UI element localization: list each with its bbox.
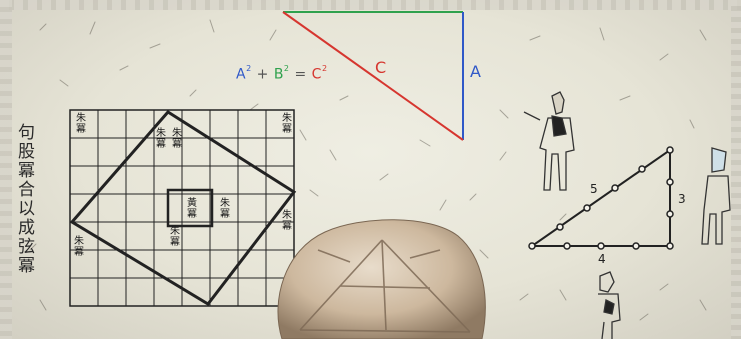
eq-a-exp: 2 bbox=[246, 64, 252, 73]
eq-c-exp: 2 bbox=[321, 64, 328, 73]
rope-vertical-length: 3 bbox=[678, 192, 686, 206]
egyptian-figure-bottom bbox=[598, 271, 621, 339]
photo-border-right bbox=[731, 0, 741, 339]
caption-char: 成 bbox=[18, 218, 35, 238]
texture-strokes bbox=[29, 19, 707, 321]
rope-triangle-345 bbox=[528, 146, 674, 250]
rope-hypotenuse-length: 5 bbox=[590, 182, 598, 196]
grid-label-zhumi: 朱 冪 bbox=[172, 128, 182, 150]
caption-char: 以 bbox=[18, 199, 35, 219]
caption-char: 股 bbox=[18, 142, 35, 162]
egyptian-figure-right bbox=[701, 147, 731, 245]
caption-char: 冪 bbox=[18, 161, 35, 181]
caption-char: 合 bbox=[18, 180, 35, 200]
grid-label-zhumi: 朱 冪 bbox=[76, 113, 86, 135]
clay-tablet bbox=[277, 219, 486, 339]
grid-label-zhumi: 朱 冪 bbox=[282, 113, 292, 135]
caption-char: 句 bbox=[18, 123, 35, 143]
grid-label-zhumi: 朱 冪 bbox=[220, 198, 230, 220]
side-a-label: A bbox=[470, 62, 481, 81]
grid-label-zhumi: 朱 冪 bbox=[156, 128, 166, 150]
eq-equals: = bbox=[294, 66, 307, 83]
pythagorean-equation: A2 + B2 = C2 bbox=[236, 64, 328, 83]
grid-label-zhumi: 朱 冪 bbox=[170, 226, 180, 248]
caption-char: 弦 bbox=[18, 237, 35, 257]
eq-c: C bbox=[311, 66, 322, 83]
eq-b-exp: 2 bbox=[283, 64, 290, 73]
caption-char: 冪 bbox=[18, 256, 35, 276]
abc-triangle bbox=[282, 11, 464, 141]
photo-border-top bbox=[0, 0, 741, 10]
chinese-vertical-caption: 句 股 冪 合 以 成 弦 冪 bbox=[18, 124, 36, 276]
hypotenuse-label: C bbox=[375, 58, 387, 77]
grid-label-huangmi: 黃 冪 bbox=[187, 198, 197, 220]
rope-base-length: 4 bbox=[598, 252, 606, 266]
eq-plus: + bbox=[256, 66, 269, 83]
eq-a: A bbox=[236, 66, 247, 83]
egyptian-figure-left bbox=[523, 91, 575, 191]
photo-border-left bbox=[0, 0, 12, 339]
eq-b: B bbox=[273, 66, 284, 83]
grid-label-zhumi: 朱 冪 bbox=[282, 210, 292, 232]
zhoubi-grid-diagram bbox=[69, 109, 297, 307]
grid-label-zhumi: 朱 冪 bbox=[74, 236, 84, 258]
